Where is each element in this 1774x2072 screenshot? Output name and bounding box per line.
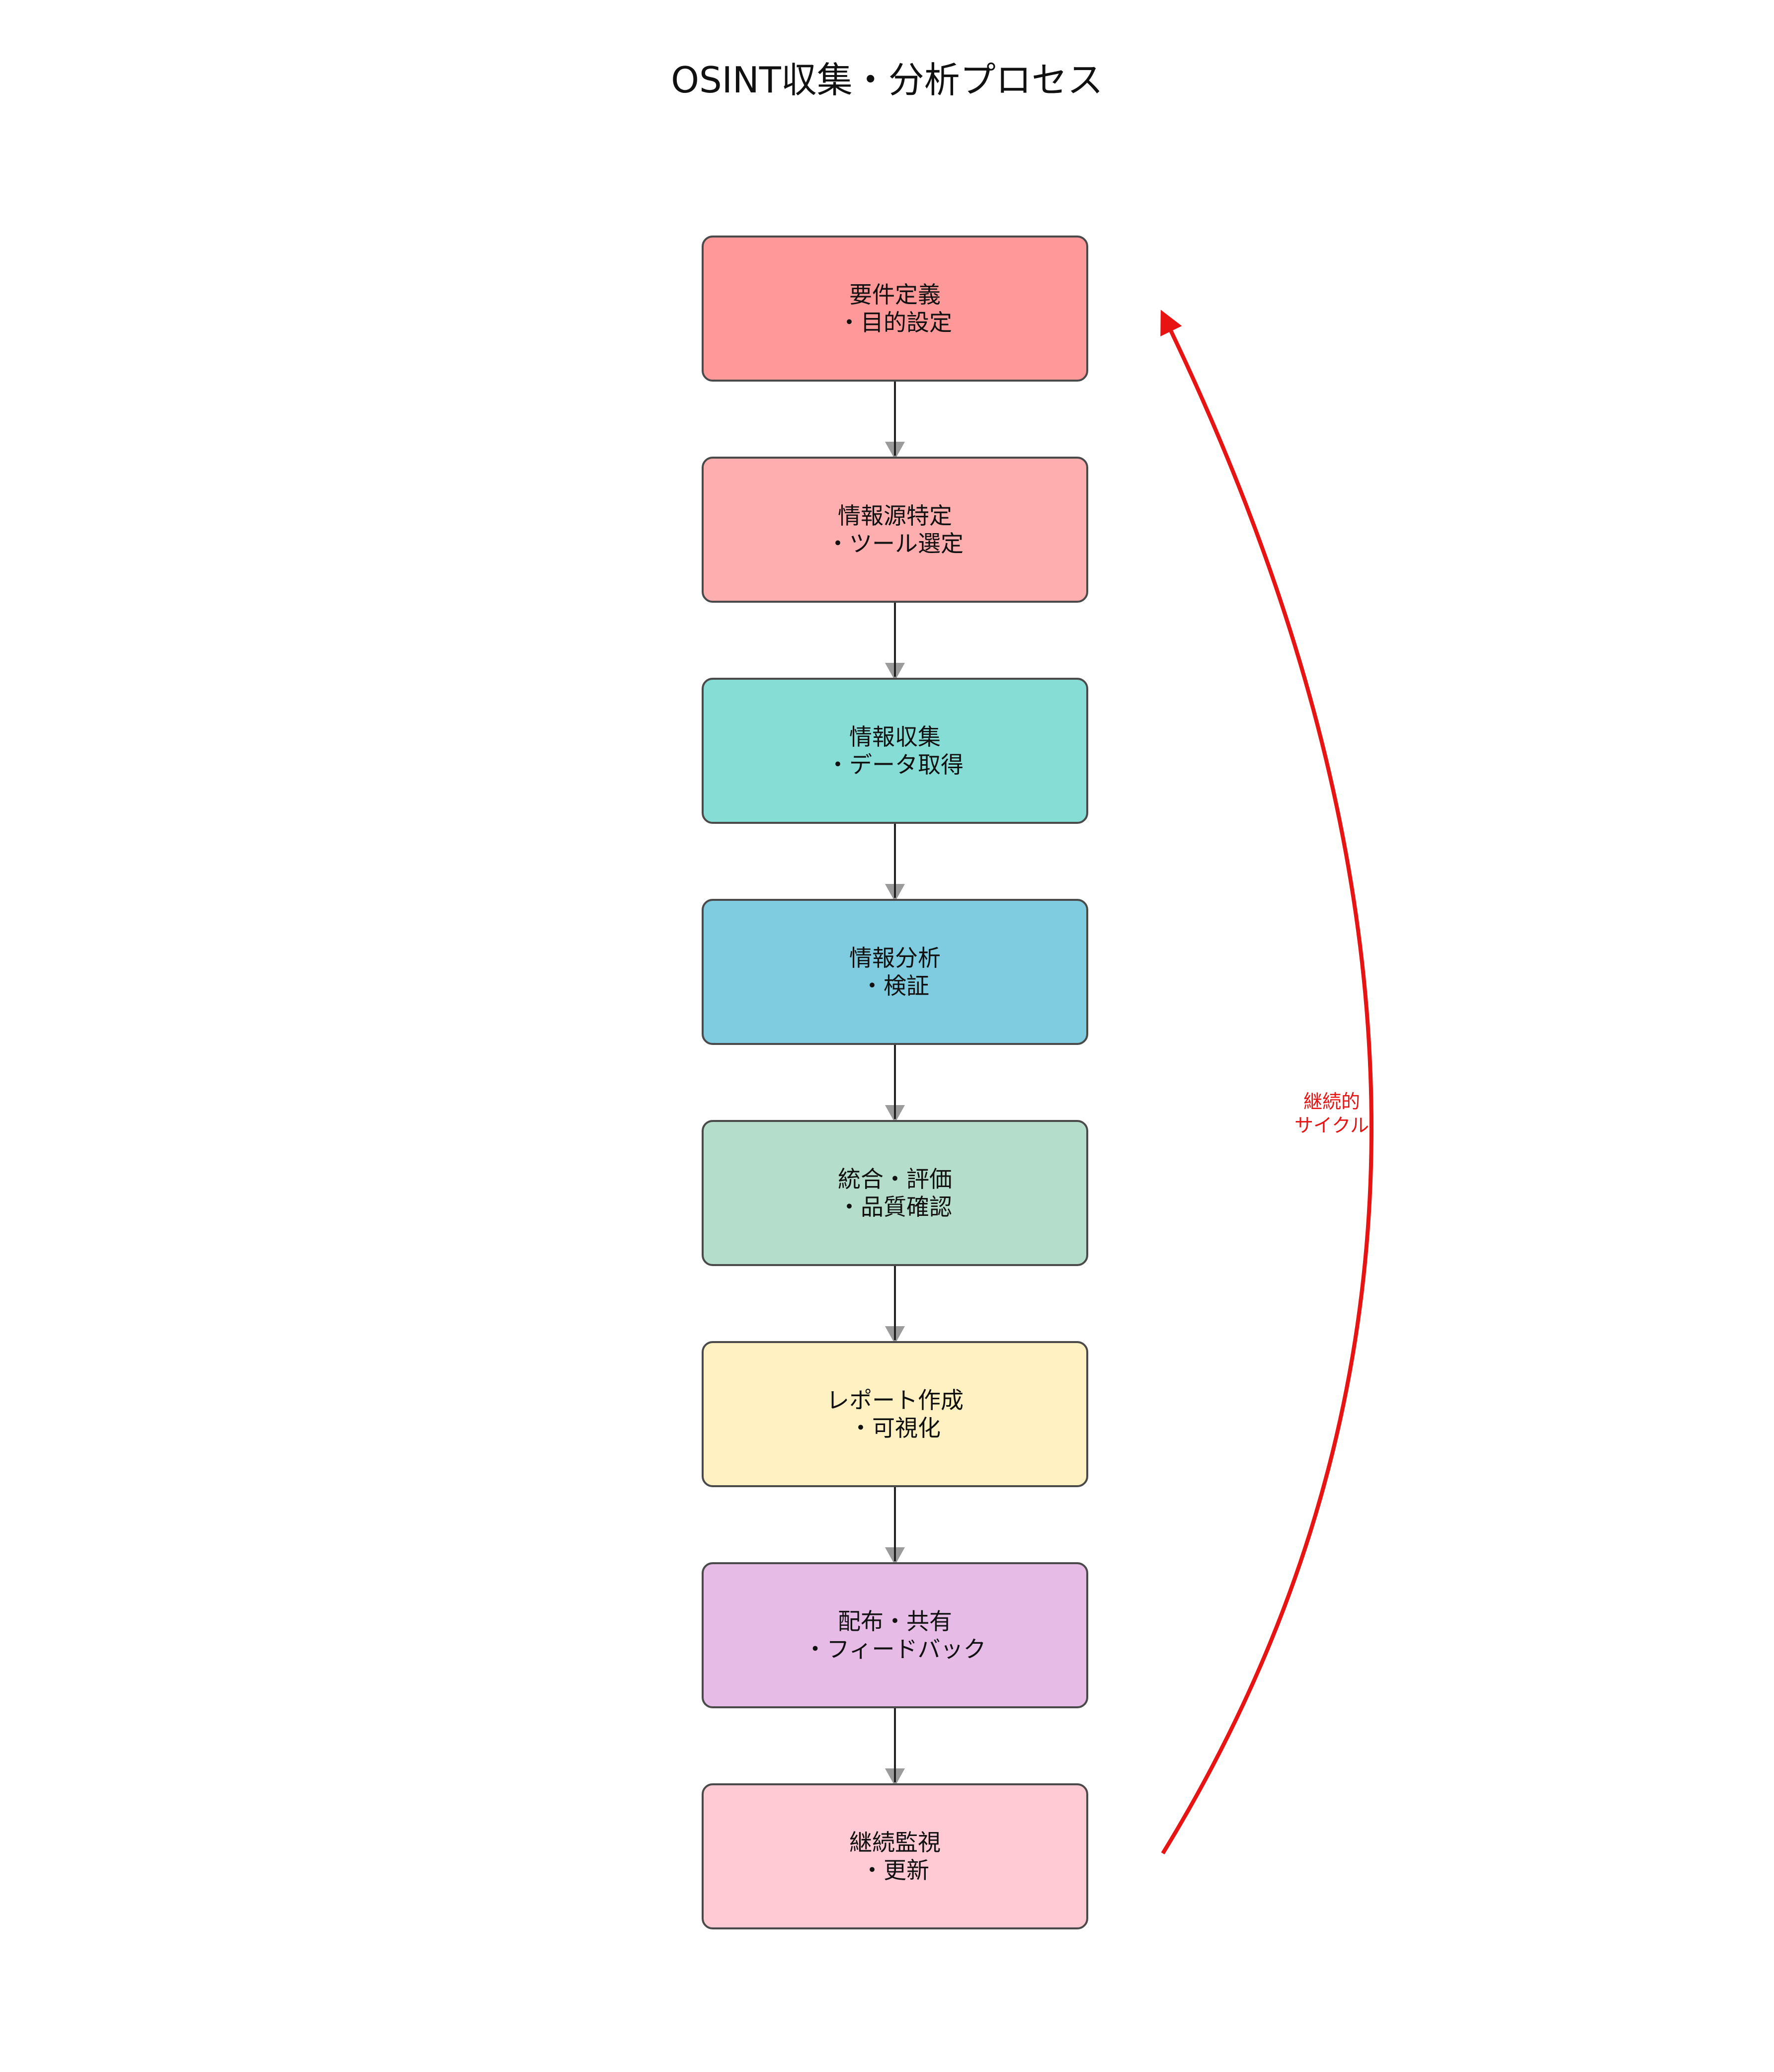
edge-arrowhead bbox=[885, 442, 905, 460]
node-label-line2: ・ツール選定 bbox=[826, 530, 964, 557]
cycle-label-line2: サイクル bbox=[1294, 1115, 1370, 1136]
edge-arrowhead bbox=[885, 1547, 905, 1565]
diagram-title: OSINT収集・分析プロセス bbox=[671, 59, 1103, 101]
edge-arrowhead bbox=[885, 1768, 905, 1786]
node-label-line2: ・検証 bbox=[861, 972, 929, 999]
node-monitoring: 継続監視 ・更新 bbox=[702, 1783, 1088, 1929]
edge-arrowhead bbox=[885, 884, 905, 902]
node-label-line1: 情報分析 bbox=[849, 945, 941, 971]
node-label-line2: ・目的設定 bbox=[838, 309, 952, 336]
feedback-cycle-arrow bbox=[1160, 310, 1373, 1855]
node-reporting: レポート作成 ・可視化 bbox=[702, 1341, 1088, 1487]
cycle-label-line1: 継続的 bbox=[1303, 1091, 1360, 1113]
edge-arrowhead bbox=[885, 1326, 905, 1344]
feedback-cycle-label: 継続的 サイクル bbox=[1232, 1090, 1431, 1137]
node-analysis: 情報分析 ・検証 bbox=[702, 899, 1088, 1045]
node-label-line2: ・品質確認 bbox=[838, 1194, 952, 1220]
node-label-line1: レポート作成 bbox=[826, 1387, 964, 1414]
node-requirements: 要件定義 ・目的設定 bbox=[702, 236, 1088, 382]
node-label-line1: 統合・評価 bbox=[838, 1166, 952, 1193]
node-label-line1: 要件定義 bbox=[849, 281, 941, 308]
node-label-line2: ・フィードバック bbox=[804, 1636, 986, 1663]
node-distribution: 配布・共有 ・フィードバック bbox=[702, 1562, 1088, 1708]
node-source-identification: 情報源特定 ・ツール選定 bbox=[702, 457, 1088, 603]
node-label-line2: ・データ取得 bbox=[826, 751, 964, 778]
edge-arrowhead bbox=[885, 663, 905, 681]
node-collection: 情報収集 ・データ取得 bbox=[702, 678, 1088, 824]
edge-arrowhead bbox=[885, 1105, 905, 1123]
node-integration: 統合・評価 ・品質確認 bbox=[702, 1120, 1088, 1266]
node-label-line1: 情報収集 bbox=[849, 723, 941, 750]
node-label-line1: 継続監視 bbox=[849, 1829, 941, 1856]
node-label-line2: ・更新 bbox=[861, 1857, 929, 1884]
node-label-line1: 配布・共有 bbox=[838, 1608, 952, 1635]
edges-group bbox=[885, 382, 905, 1786]
node-label-line2: ・可視化 bbox=[849, 1415, 941, 1441]
node-label-line1: 情報源特定 bbox=[838, 502, 952, 529]
